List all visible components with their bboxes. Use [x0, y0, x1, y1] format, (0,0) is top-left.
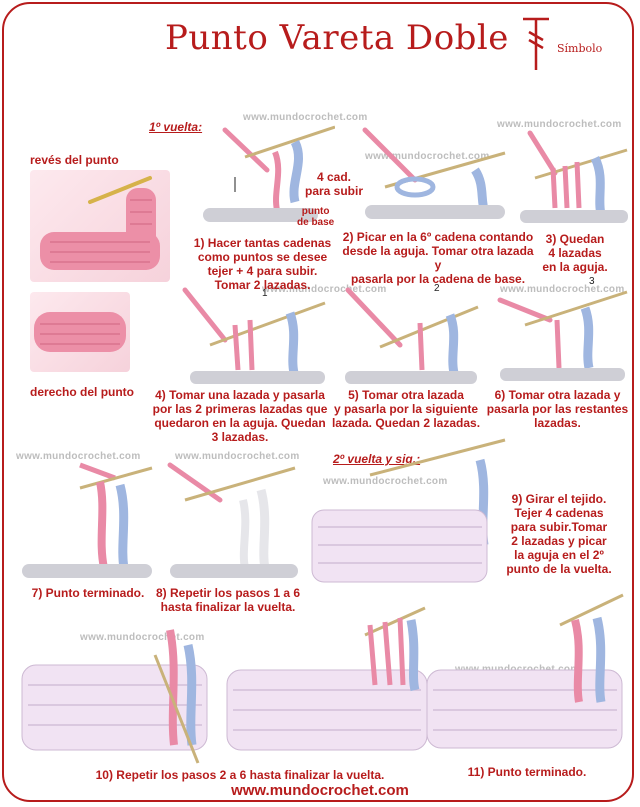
- step-8-caption: 8) Repetir los pasos 1 a 6 hasta finaliz…: [155, 586, 301, 614]
- watermark: www.mundocrochet.com: [243, 112, 368, 123]
- footer-url: www.mundocrochet.com: [231, 782, 409, 799]
- step-3-illustration: [515, 128, 630, 228]
- step-8-illustration: [165, 460, 300, 582]
- step-2-caption: 2) Picar en la 6º cadena contando desde …: [342, 230, 534, 286]
- watermark: www.mundocrochet.com: [175, 451, 300, 462]
- derecho-photo: [30, 292, 130, 372]
- label-4-cadenas: 4 cad. para subir: [305, 170, 364, 198]
- step-4-caption: 4) Tomar una lazada y pasarla por las 2 …: [152, 388, 328, 444]
- reves-label: revés del punto: [30, 153, 119, 167]
- watermark: www.mundocrochet.com: [497, 119, 622, 130]
- watermark: www.mundocrochet.com: [80, 632, 205, 643]
- step-10-caption: 10) Repetir los pasos 2 a 6 hasta finali…: [95, 768, 385, 782]
- derecho-label: derecho del punto: [30, 385, 135, 399]
- step-num-2: 2: [434, 283, 440, 294]
- reves-photo: [30, 170, 170, 282]
- watermark: www.mundocrochet.com: [262, 284, 387, 295]
- watermark: www.mundocrochet.com: [500, 284, 625, 295]
- step-11-caption: 11) Punto terminado.: [467, 765, 587, 779]
- step-1-illustration: [195, 122, 335, 232]
- watermark: www.mundocrochet.com: [323, 476, 448, 487]
- step-7-caption: 7) Punto terminado.: [31, 586, 145, 600]
- step-3-caption: 3) Quedan 4 lazadas en la aguja.: [542, 232, 608, 274]
- label-punto-base: punto de base: [297, 206, 335, 228]
- step-6-caption: 6) Tomar otra lazada y pasarla por las r…: [486, 388, 629, 430]
- vuelta-2-label: 2º vuelta y sig.:: [333, 452, 421, 466]
- page-title: Punto Vareta Doble: [165, 18, 509, 58]
- step-5-illustration: [340, 285, 480, 390]
- step-num-1: 1: [262, 288, 268, 299]
- watermark: www.mundocrochet.com: [16, 451, 141, 462]
- step-5-caption: 5) Tomar otra lazada y pasarla por la si…: [331, 388, 481, 430]
- stitch-symbol-icon: [521, 16, 551, 72]
- step-7-illustration: [20, 460, 155, 582]
- vuelta-1-label: 1º vuelta:: [149, 120, 203, 134]
- watermark: www.mundocrochet.com: [365, 151, 490, 162]
- step-4-illustration: [180, 285, 330, 390]
- step-9-caption: 9) Girar el tejido. Tejer 4 cadenas para…: [506, 492, 612, 576]
- step-6-illustration: [495, 280, 630, 388]
- step-num-3: 3: [589, 276, 595, 287]
- page-border: [2, 2, 634, 802]
- step-1-caption: 1) Hacer tantas cadenas como puntos se d…: [193, 236, 332, 292]
- step-9-illustration: [310, 435, 510, 605]
- step-10b-illustration: [225, 600, 430, 760]
- symbol-label: Símbolo: [557, 42, 603, 55]
- step-11-illustration: [425, 590, 625, 760]
- step-2-illustration: [355, 125, 515, 230]
- step-10a-illustration: [20, 625, 210, 765]
